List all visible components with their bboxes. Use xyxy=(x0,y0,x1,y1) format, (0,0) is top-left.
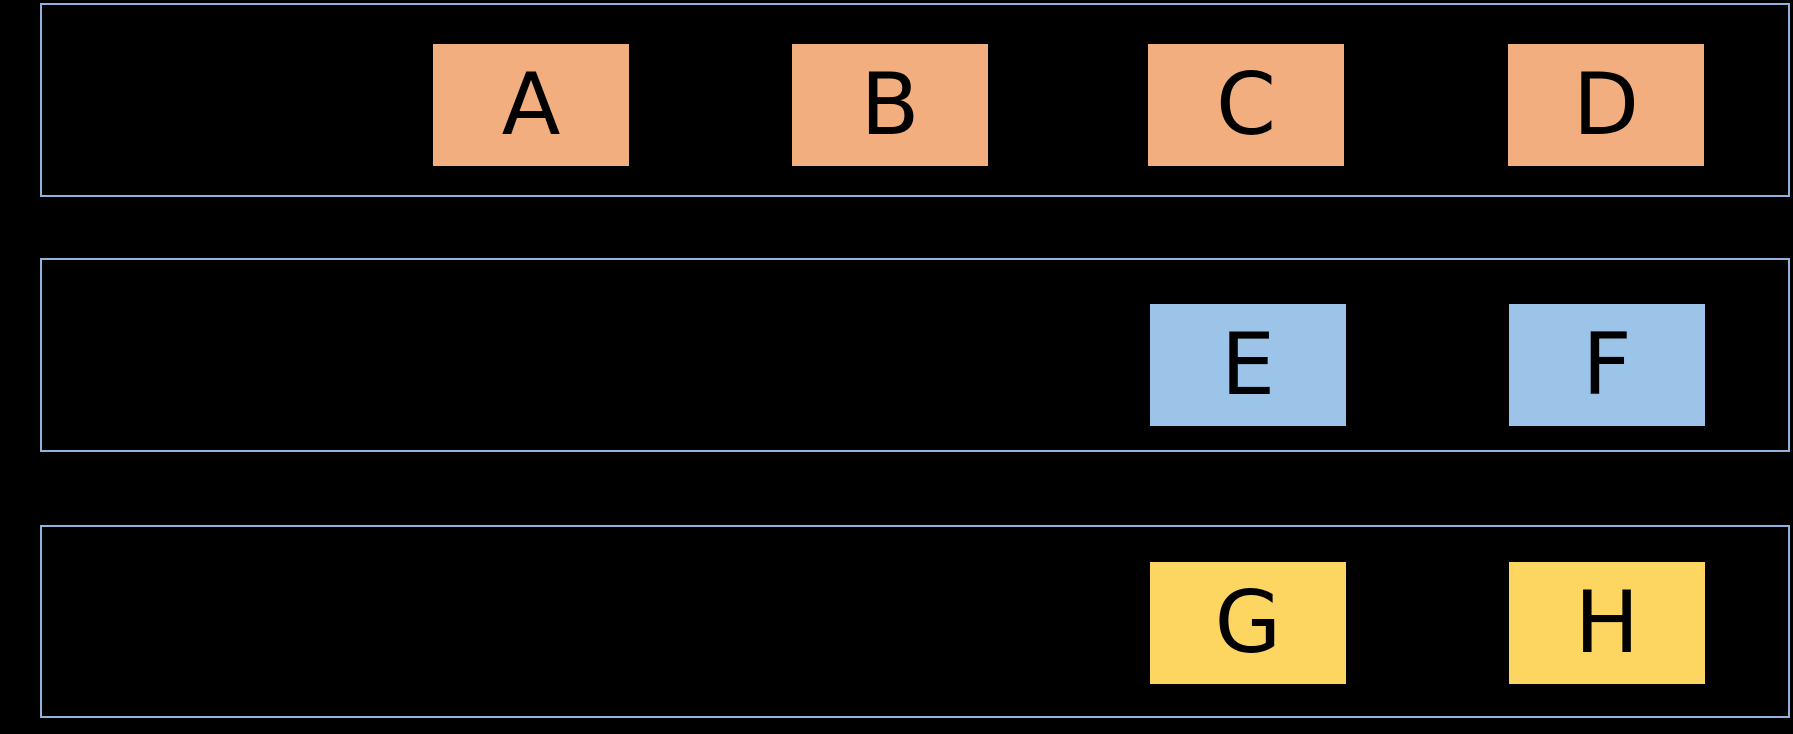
item-box-a[interactable]: A xyxy=(433,44,629,166)
item-box-e[interactable]: E xyxy=(1150,304,1346,426)
item-box-c[interactable]: C xyxy=(1148,44,1344,166)
item-box-f[interactable]: F xyxy=(1509,304,1705,426)
row-container-3 xyxy=(40,525,1790,718)
row-container-1 xyxy=(40,3,1790,197)
item-box-b[interactable]: B xyxy=(792,44,988,166)
item-box-h[interactable]: H xyxy=(1509,562,1705,684)
item-box-d[interactable]: D xyxy=(1508,44,1704,166)
item-box-g[interactable]: G xyxy=(1150,562,1346,684)
row-container-2 xyxy=(40,258,1790,452)
